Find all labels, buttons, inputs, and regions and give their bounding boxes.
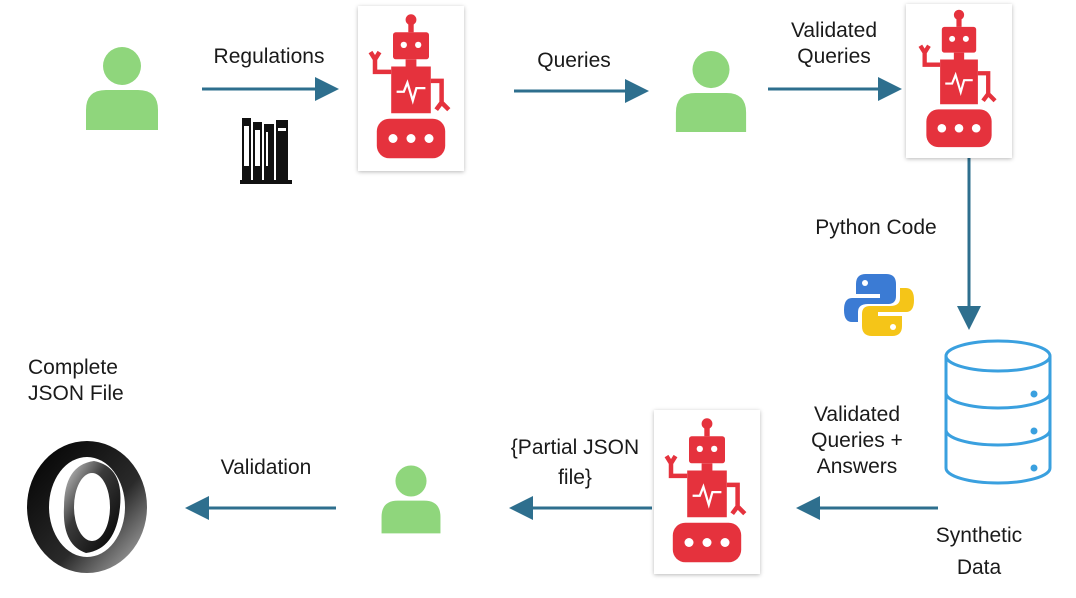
- user-icon: [675, 51, 747, 132]
- user-icon: [381, 465, 441, 534]
- user-icon: [86, 47, 158, 130]
- robot-card-coder: [906, 4, 1012, 158]
- label-partial-json-file: {Partial JSON file}: [510, 436, 640, 489]
- robot-card-answerer: [654, 410, 760, 574]
- label-regulations: Regulations: [213, 45, 325, 68]
- label-validated-queries: Validated Queries: [790, 19, 877, 68]
- robot-card-generator: [358, 6, 464, 171]
- database-icon: [944, 339, 1052, 485]
- robot-icon: [368, 14, 451, 159]
- label-synthetic-data: Synthetic Data: [935, 524, 1023, 579]
- label-queries: Queries: [537, 49, 611, 72]
- json-logo-icon: [27, 441, 147, 573]
- robot-icon: [918, 9, 997, 148]
- python-logo-icon: [844, 274, 914, 336]
- label-validation: Validation: [220, 456, 312, 479]
- robot-icon: [664, 418, 747, 563]
- books-icon: [240, 118, 292, 184]
- label-python-code: Python Code: [815, 216, 937, 239]
- label-validated-queries-answers: Validated Queries + Answers: [811, 403, 903, 478]
- label-complete-json-file: Complete JSON File: [28, 356, 124, 405]
